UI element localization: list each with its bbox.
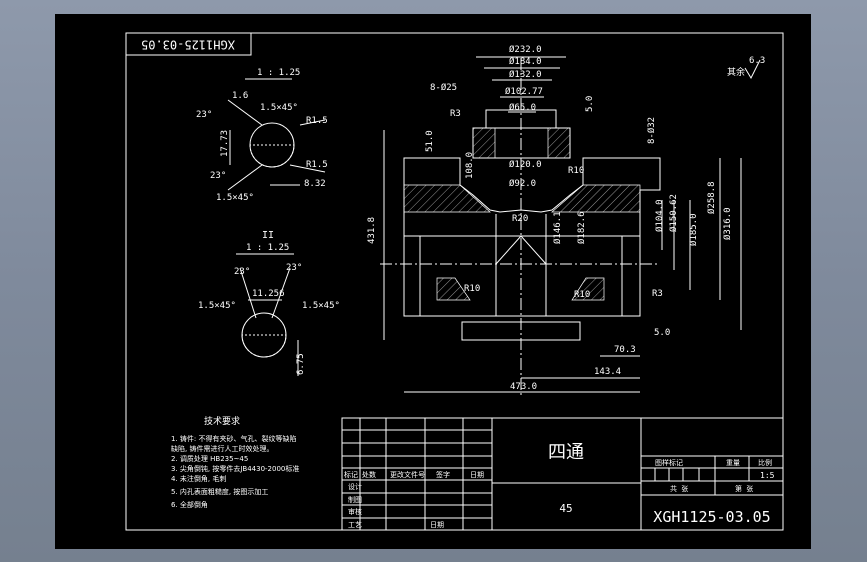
tb-date: 日期 [430, 521, 444, 529]
title-block: 标记 处数 更改文件号 签字 日期 设计 制图 审核 工艺 日期 图样标记 重量… [341, 417, 784, 531]
tb-header: 日期 [470, 471, 484, 479]
tb-row: 审核 [348, 507, 362, 516]
dim-bot: 5.0 [654, 328, 670, 338]
dim-top: 8-Ø25 [430, 82, 457, 93]
detail1-dim: R1.5 [306, 116, 328, 126]
tb-right-header: 比例 [758, 458, 772, 467]
detail-2: II 1 : 1.25 23° 23° 11.256 1.5×45° 1.5×4… [198, 230, 340, 376]
rotated-number-box: XGH1125-03.05 [125, 32, 252, 56]
detail1-dim: 8.32 [304, 179, 326, 189]
dim-top: R3 [450, 109, 461, 119]
dim-mid: R20 [512, 214, 528, 224]
main-dims: Ø232.0 Ø184.0 Ø132.0 Ø102.77 Ø65.0 8-Ø25… [367, 44, 733, 392]
part-name: 四通 [548, 442, 584, 463]
detail1-dim: R1.5 [306, 160, 328, 170]
section-hatch [403, 127, 641, 301]
tech-req-title: 技术要求 [204, 415, 240, 427]
tech-req-item: 5. 内孔表面粗糙度, 按图示加工 [171, 487, 268, 496]
dim-mid: 108.0 [465, 152, 475, 179]
roughness-mark: 其余 6.3 [727, 56, 765, 80]
detail2-dim: 23° [234, 267, 250, 277]
detail2-roman: II [262, 230, 274, 241]
tb-header: 更改文件号 [390, 470, 425, 479]
dim-mid: Ø146.1 [552, 211, 563, 244]
detail-1: 1 : 1.25 1.6 23° 1.5×45° R1.5 17.73 R1.5… [196, 68, 328, 203]
detail1-scale: 1 : 1.25 [257, 68, 300, 78]
tb-scale: 1:5 [760, 471, 775, 480]
dim-mid: Ø92.0 [509, 178, 536, 189]
dim-bot: R10 [464, 284, 480, 294]
tech-req-item: 2. 调质处理 HB235~45 [171, 454, 248, 463]
tb-row: 工艺 [348, 521, 362, 529]
detail2-dim: 1.5×45° [198, 301, 236, 311]
tb-right-header: 图样标记 [655, 458, 683, 467]
detail1-dim: 23° [210, 171, 226, 181]
dim-mid: Ø150.62 [668, 194, 679, 232]
tb-sheet-no: 第 张 [735, 484, 753, 493]
detail1-dim: 17.73 [220, 130, 230, 157]
tb-header: 标记 [344, 470, 358, 479]
dim-bot: 473.0 [510, 382, 537, 392]
dim-mid: R10 [568, 166, 584, 176]
detail2-dim: 6.75 [296, 353, 306, 375]
dim-top: Ø132.0 [509, 69, 542, 80]
detail1-dim: 1.6 [232, 91, 248, 101]
detail1-dim: 23° [196, 110, 212, 120]
tb-row: 设计 [348, 482, 362, 491]
roughness-icon [744, 59, 761, 80]
tech-req-item: 3. 尖角倒钝, 按零件去JB4430-2000标准 [171, 464, 299, 473]
tb-right-header: 重量 [726, 459, 740, 467]
dim-top: 8-Ø32 [646, 117, 657, 144]
dim-top: Ø184.0 [509, 56, 542, 67]
detail1-dim: 1.5×45° [260, 103, 298, 113]
tech-req-item: 1. 铸件: 不得有夹砂、气孔、裂纹等缺陷 [171, 434, 297, 443]
detail2-scale: 1 : 1.25 [246, 243, 289, 253]
technical-requirements: 技术要求 1. 铸件: 不得有夹砂、气孔、裂纹等缺陷 缺陷, 铸件需进行人工时效… [171, 415, 299, 509]
dim-mid: Ø258.8 [706, 181, 717, 214]
detail2-dim: 11.256 [252, 289, 285, 299]
dim-mid: Ø182.6 [576, 211, 587, 244]
dim-bot: 70.3 [614, 345, 636, 355]
tech-req-item: 6. 全部倒角 [171, 500, 208, 509]
rotated-drawing-number: XGH1125-03.05 [141, 38, 235, 52]
dim-mid: Ø120.0 [509, 159, 542, 170]
dim-mid: Ø185.0 [688, 213, 699, 246]
detail2-dim: 23° [286, 263, 302, 273]
dim-mid: Ø104.0 [654, 199, 665, 232]
roughness-note: 其余 [727, 66, 745, 78]
roughness-value: 6.3 [749, 56, 765, 66]
material: 45 [559, 502, 572, 515]
dim-top: Ø232.0 [509, 44, 542, 55]
dim-mid: Ø316.0 [722, 207, 733, 240]
tb-sheet-total: 共 张 [670, 484, 688, 493]
drawing-number: XGH1125-03.05 [653, 508, 770, 526]
dim-top: Ø65.0 [509, 102, 536, 113]
dim-bot: 143.4 [594, 367, 621, 377]
dim-top: 51.0 [425, 130, 435, 152]
detail1-dim: 1.5×45° [216, 193, 254, 203]
tb-header: 处数 [362, 470, 376, 479]
dim-bot: 431.8 [367, 217, 377, 244]
dim-bot: R10 [574, 290, 590, 300]
tech-req-item: 缺陷, 铸件需进行人工时效处理。 [171, 444, 273, 453]
drawing-sheet: XGH1125-03.05 其余 6.3 1 : 1.25 1.6 23° 1.… [125, 32, 784, 531]
tb-row: 制图 [348, 495, 362, 504]
main-section-view [380, 56, 742, 398]
dim-top: Ø102.77 [505, 86, 543, 97]
dim-bot: R3 [652, 289, 663, 299]
dim-top: 5.0 [585, 96, 595, 112]
tech-req-item: 4. 未注倒角, 毛刺 [171, 474, 226, 483]
tb-header: 签字 [436, 470, 450, 479]
detail2-dim: 1.5×45° [302, 301, 340, 311]
cad-viewport[interactable]: XGH1125-03.05 其余 6.3 1 : 1.25 1.6 23° 1.… [55, 14, 811, 549]
